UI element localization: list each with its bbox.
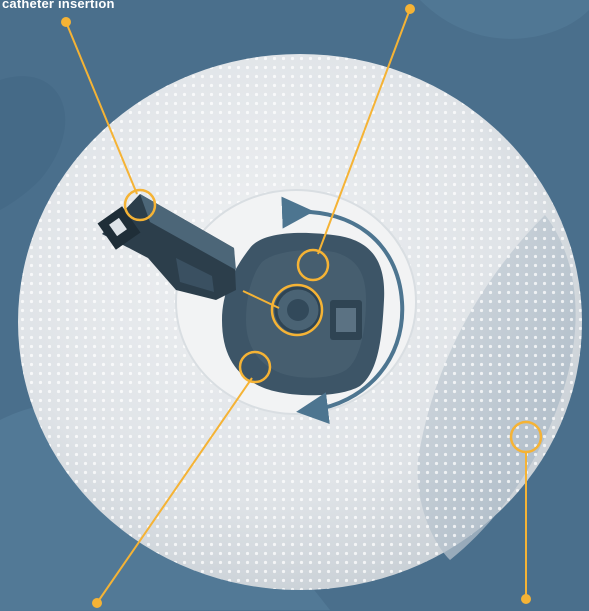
callout-dot-bottom-left [92, 598, 102, 608]
callout-dot-bottom-right [521, 594, 531, 604]
callout-dot-top [405, 4, 415, 14]
callout-label-catheter-insertion: catheter insertion [2, 0, 115, 11]
callout-dot-catheter [61, 17, 71, 27]
device-housing [222, 233, 384, 395]
